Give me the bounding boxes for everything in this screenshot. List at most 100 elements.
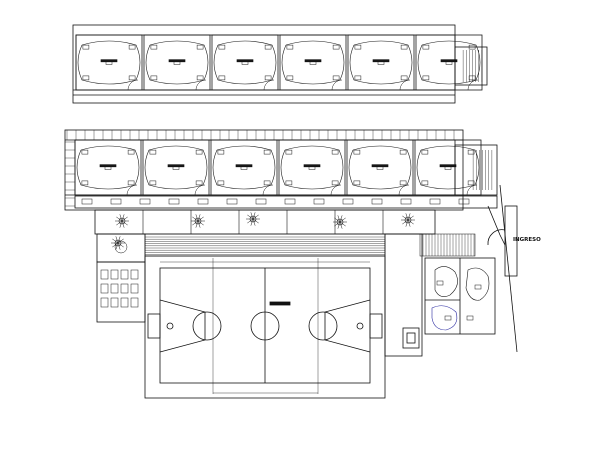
classroom-u0 <box>75 34 143 91</box>
tree-symbol <box>404 216 412 224</box>
corridor-fixture <box>458 198 470 205</box>
ground-floor-classrooms <box>74 139 482 196</box>
tree-symbol <box>121 214 125 222</box>
bleacher-steps <box>144 233 386 257</box>
light-fixture-icon <box>332 44 340 50</box>
entrance-path <box>487 205 506 246</box>
wiring-loop-u4 <box>349 40 413 85</box>
right-hoop <box>356 322 364 330</box>
tree-symbol <box>337 221 341 229</box>
wiring-loop-u0 <box>77 40 141 85</box>
corridor-fixture <box>139 198 151 205</box>
classroom-u1 <box>143 34 211 91</box>
tree-symbol <box>334 217 341 223</box>
tree-symbol <box>192 216 199 222</box>
fixture-symbol <box>114 240 128 254</box>
tree-symbol <box>192 220 199 226</box>
toilet-stall <box>100 283 109 294</box>
perimeter-line <box>499 184 518 353</box>
toilet-stall <box>110 283 119 294</box>
ground-floor-column-ticks <box>65 130 455 207</box>
ground-right-wing <box>454 144 498 196</box>
tree-symbol <box>339 215 343 223</box>
light-fixture-icon <box>421 149 429 155</box>
tree-symbol <box>247 214 254 220</box>
wiring-loop-g0 <box>76 145 140 190</box>
light-fixture-icon <box>82 44 90 50</box>
tree-symbol <box>116 220 123 226</box>
toilet-stall <box>100 269 109 280</box>
light-fixture-icon <box>218 44 226 50</box>
right-free-throw-circle <box>308 311 338 341</box>
tree-symbol <box>336 218 344 226</box>
wiring-loop-u5 <box>417 40 481 85</box>
tree-symbol <box>247 218 254 224</box>
light-fixture-icon <box>127 180 135 186</box>
tree-symbol <box>121 216 128 222</box>
light-fixture-icon <box>399 149 407 155</box>
toilet-stall <box>130 269 139 280</box>
left-service-rooms <box>96 233 146 323</box>
tree-symbol <box>252 212 256 220</box>
tree-symbol <box>249 215 257 223</box>
tree-symbol <box>197 220 204 226</box>
wiring-loop <box>431 305 458 331</box>
right-key <box>324 299 371 353</box>
room-label-mark <box>439 164 457 168</box>
room-label-mark <box>236 59 254 63</box>
toilet-stall <box>120 297 129 308</box>
light-fixture-icon <box>400 44 408 50</box>
tree-symbol <box>195 220 199 228</box>
room-label-mark <box>440 59 458 63</box>
wiring-loop-u2 <box>213 40 277 85</box>
light-fixture-icon <box>286 44 294 50</box>
tree-symbol <box>407 219 411 227</box>
entrance-label: INGRESO <box>513 237 541 243</box>
left-free-throw-circle <box>192 311 222 341</box>
door-swing <box>195 79 207 91</box>
light-fixture-icon <box>467 180 475 186</box>
corridor-fixture <box>371 198 383 205</box>
upper-floor-block <box>72 24 488 104</box>
tree-symbol <box>117 242 121 250</box>
light-fixture-icon <box>421 180 429 186</box>
tree-symbol <box>402 215 409 221</box>
light-fixture-icon <box>353 180 361 186</box>
tree-symbol <box>339 221 346 227</box>
room-label-mark <box>235 164 253 168</box>
light-fixture-icon <box>149 149 157 155</box>
tree-symbol <box>114 239 122 247</box>
tree-symbol <box>197 220 201 228</box>
tree-symbol <box>117 236 121 244</box>
wiring-loop-u1 <box>145 40 209 85</box>
classroom-g5 <box>414 139 482 196</box>
classroom-g3 <box>278 139 346 196</box>
toilet-stall <box>100 297 109 308</box>
door-swing <box>467 79 479 91</box>
corridor-fixture <box>284 198 296 205</box>
upper-stair-block <box>454 46 488 86</box>
classroom-u4 <box>347 34 415 91</box>
corridor-fixture <box>81 198 93 205</box>
light-fixture-icon <box>285 149 293 155</box>
room-label-mark <box>303 164 321 168</box>
tree-symbol <box>195 214 199 222</box>
corridor-fixture <box>197 198 209 205</box>
light-fixture-icon <box>149 180 157 186</box>
tree-symbol <box>407 219 414 225</box>
tree-symbol <box>117 242 124 248</box>
light-fixture-icon <box>286 75 294 81</box>
corridor-fixture <box>110 198 122 205</box>
light-fixture-icon <box>217 180 225 186</box>
garden-strip-outline <box>94 209 436 235</box>
classroom-g2 <box>210 139 278 196</box>
ground-floor-block <box>64 129 498 211</box>
tree-symbol <box>405 213 409 221</box>
tree-symbol <box>405 219 409 227</box>
light-fixture-icon <box>264 44 272 50</box>
door-swing <box>126 184 138 196</box>
wiring-loop-g2 <box>212 145 276 190</box>
light-fixture-icon <box>195 149 203 155</box>
upper-floor-outline <box>72 24 456 104</box>
